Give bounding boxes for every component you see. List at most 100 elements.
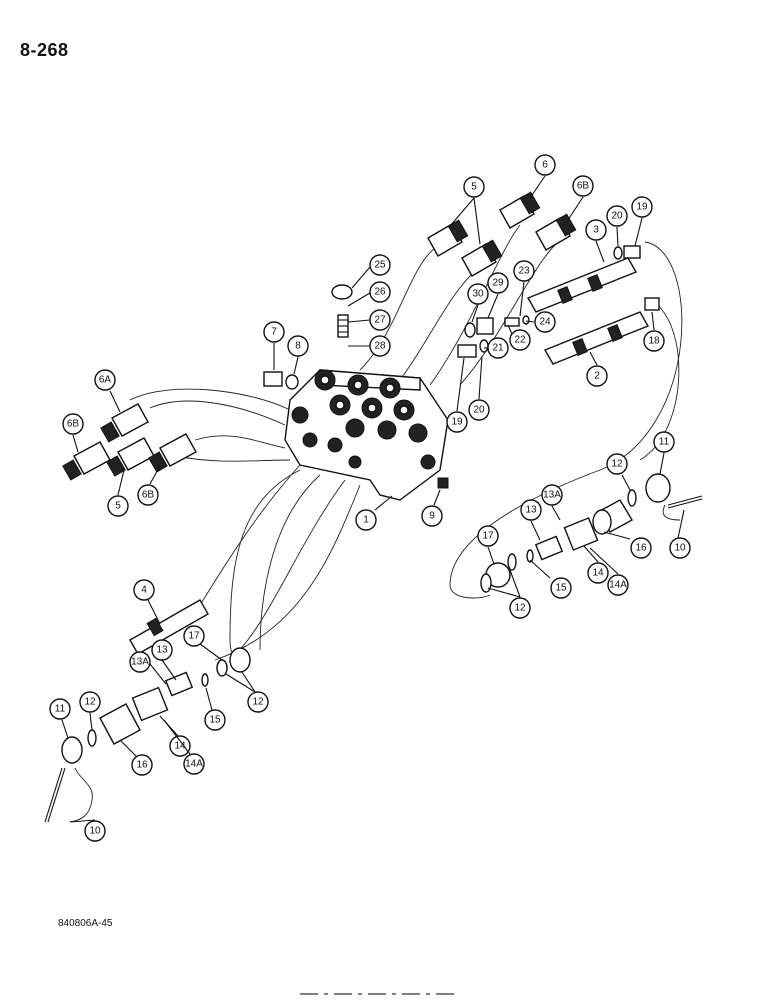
callout-4: 4: [133, 579, 161, 625]
relief-valve-left-6b2: [148, 433, 197, 473]
callout-17-right: 17: [477, 525, 499, 565]
svg-text:3: 3: [593, 225, 599, 236]
svg-text:14A: 14A: [609, 580, 627, 591]
callout-24: 24: [525, 311, 556, 333]
svg-text:9: 9: [429, 511, 435, 522]
svg-text:14: 14: [592, 568, 604, 579]
callout-13-left: 13: [151, 639, 177, 681]
svg-text:20: 20: [473, 405, 485, 416]
callout-22: 22: [507, 324, 531, 351]
callout-12-right: 12: [606, 453, 631, 491]
callout-14a-left: 14A: [163, 719, 205, 775]
svg-text:28: 28: [374, 341, 386, 352]
callout-29: 29: [487, 272, 509, 319]
svg-text:6B: 6B: [577, 181, 590, 192]
svg-text:22: 22: [514, 335, 526, 346]
callout-20-mid: 20: [468, 355, 490, 421]
figure-code: 840806A-45: [58, 918, 113, 929]
callout-12-left2: 12: [79, 691, 101, 731]
callout-6b-top: 6B: [567, 175, 594, 221]
svg-text:15: 15: [209, 715, 221, 726]
svg-text:11: 11: [55, 704, 66, 715]
callout-6a-left: 6A: [94, 369, 121, 413]
callout-15-right: 15: [529, 559, 572, 599]
callout-7: 7: [263, 321, 285, 370]
spool-3: [526, 257, 638, 313]
svg-text:2: 2: [594, 371, 600, 382]
svg-text:4: 4: [141, 585, 147, 596]
spring-cap-assembly-right: [480, 473, 703, 593]
svg-text:16: 16: [635, 543, 647, 554]
callout-20-top: 20: [606, 205, 628, 247]
svg-text:13A: 13A: [543, 490, 561, 501]
callout-14a-right: 14A: [589, 547, 629, 596]
svg-text:10: 10: [89, 826, 101, 837]
callout-13-right: 13: [520, 499, 542, 541]
svg-text:6B: 6B: [67, 419, 80, 430]
callout-21: 21: [484, 337, 509, 359]
callout-6b-left: 6B: [62, 413, 84, 453]
svg-text:1: 1: [363, 515, 369, 526]
relief-valve-left-5: [106, 437, 155, 477]
relief-valve-top-6: [499, 191, 541, 229]
svg-text:8: 8: [295, 341, 301, 352]
relief-valve-left-6b: [62, 441, 111, 481]
svg-text:15: 15: [555, 583, 567, 594]
callout-25: 25: [351, 254, 391, 289]
svg-text:17: 17: [188, 631, 200, 642]
spring-27: [337, 314, 349, 338]
callout-9: 9: [421, 489, 443, 527]
relief-valve-left-6a: [100, 403, 149, 443]
callout-18: 18: [643, 311, 665, 352]
callout-14-right: 14: [583, 545, 609, 584]
svg-text:14: 14: [174, 741, 186, 752]
svg-text:5: 5: [471, 182, 477, 193]
callout-10-right: 10: [669, 509, 691, 559]
plug-9: [437, 477, 449, 489]
relief-valve-top-5: [427, 219, 469, 257]
svg-text:21: 21: [492, 343, 504, 354]
callout-14-left: 14: [159, 715, 191, 757]
callout-19-mid: 19: [446, 357, 468, 433]
callout-8: 8: [287, 335, 309, 375]
svg-text:6A: 6A: [99, 375, 112, 386]
svg-text:6: 6: [542, 160, 548, 171]
callout-2: 2: [586, 351, 608, 387]
relief-valve-top-6b: [535, 213, 577, 251]
svg-text:24: 24: [539, 317, 551, 328]
spool-2: [543, 311, 650, 365]
callout-23: 23: [513, 260, 535, 317]
relief-valve-top-5b: [461, 239, 503, 277]
svg-text:11: 11: [659, 437, 670, 448]
callout-16-right: 16: [603, 531, 652, 559]
fitting-19-20: [613, 245, 641, 260]
svg-text:16: 16: [136, 760, 148, 771]
page-number: 8-268: [20, 40, 69, 60]
callout-12-right2: 12: [487, 569, 531, 619]
svg-text:14A: 14A: [185, 759, 203, 770]
callout-30: 30: [467, 283, 489, 323]
svg-text:5: 5: [115, 501, 121, 512]
svg-text:12: 12: [252, 697, 264, 708]
svg-text:13: 13: [525, 505, 537, 516]
callout-27: 27: [347, 309, 391, 331]
valve-body: [284, 369, 449, 501]
svg-text:18: 18: [648, 336, 660, 347]
callout-28: 28: [348, 335, 391, 357]
plug-25: [331, 284, 353, 300]
callout-10-left: 10: [69, 819, 106, 842]
callout-11-right: 11: [653, 431, 675, 475]
callout-3: 3: [585, 219, 607, 263]
fitting-18: [644, 297, 660, 311]
callout-6-top: 6: [529, 154, 556, 199]
svg-text:23: 23: [518, 266, 530, 277]
callout-5-top: 5: [449, 176, 485, 245]
callout-19-top: 19: [631, 196, 653, 247]
svg-text:19: 19: [636, 202, 648, 213]
svg-text:12: 12: [611, 459, 623, 470]
callout-11-left: 11: [49, 698, 71, 739]
svg-text:29: 29: [492, 278, 504, 289]
svg-text:25: 25: [374, 260, 386, 271]
detent-19-21: [457, 339, 489, 358]
